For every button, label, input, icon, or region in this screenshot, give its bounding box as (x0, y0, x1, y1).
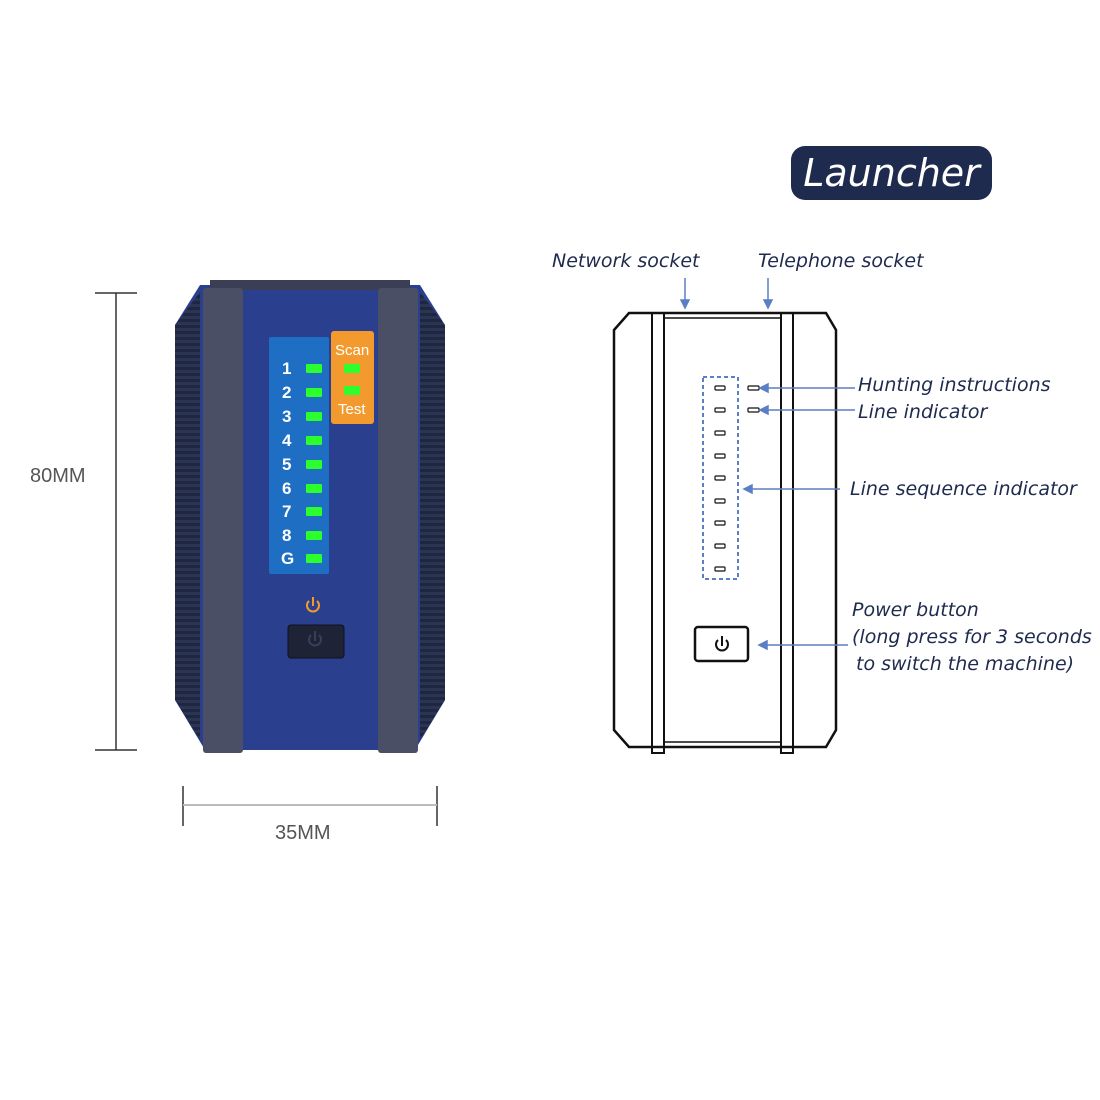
drawing-indicator-box (702, 376, 739, 580)
right-strap (378, 288, 418, 753)
drawing-right-strap (780, 312, 794, 754)
channel-led (306, 531, 322, 540)
device-top-edge (210, 280, 410, 290)
drawing-side-ribs (613, 345, 837, 715)
channel-led (306, 388, 322, 397)
power-button-desc-line1: (long press for 3 seconds (852, 626, 1092, 648)
device-illustration (175, 280, 445, 753)
hunting-instructions-label: Hunting instructions (858, 374, 1051, 396)
channel-label: G (281, 549, 295, 568)
power-button-desc-line2: to switch the machine) (856, 653, 1075, 675)
channel-label: 5 (282, 455, 292, 474)
left-strap (203, 288, 243, 753)
network-socket-label: Network socket (552, 250, 700, 272)
power-button-label: Power button (852, 599, 979, 621)
channel-label: 7 (282, 502, 292, 521)
test-label: Test (338, 401, 366, 418)
channel-led (306, 554, 322, 563)
channel-led (306, 460, 322, 469)
height-dim-label: 80MM (30, 465, 86, 487)
drawing-indicator-slots (714, 385, 760, 572)
test-led (344, 386, 360, 395)
drawing-left-strap (651, 312, 665, 754)
channel-led (306, 507, 322, 516)
channel-label: 2 (282, 383, 292, 402)
channel-led (306, 412, 322, 421)
scan-label: Scan (335, 342, 370, 359)
channel-label: 4 (282, 431, 292, 450)
title-badge: Launcher (791, 146, 992, 200)
power-symbol-icon (306, 597, 320, 613)
line-sequence-indicator-label: Line sequence indicator (850, 478, 1077, 500)
callout-arrows (679, 278, 855, 651)
channel-label: 1 (282, 359, 292, 378)
channel-led (306, 364, 322, 373)
mode-panel (331, 331, 374, 424)
width-dim-label: 35MM (275, 822, 331, 844)
line-indicator-label: Line indicator (858, 401, 988, 423)
channel-label: 6 (282, 479, 292, 498)
right-side-ribs (420, 292, 445, 740)
channel-label: 3 (282, 407, 292, 426)
telephone-socket-label: Telephone socket (758, 250, 924, 272)
channel-led (306, 484, 322, 493)
power-button-shape (287, 624, 345, 659)
left-side-ribs (175, 292, 200, 740)
channel-led (306, 436, 322, 445)
drawing-power-icon (715, 636, 729, 652)
scan-led (344, 364, 360, 373)
drawing-outer-body (612, 311, 838, 749)
channel-label: 8 (282, 526, 292, 545)
